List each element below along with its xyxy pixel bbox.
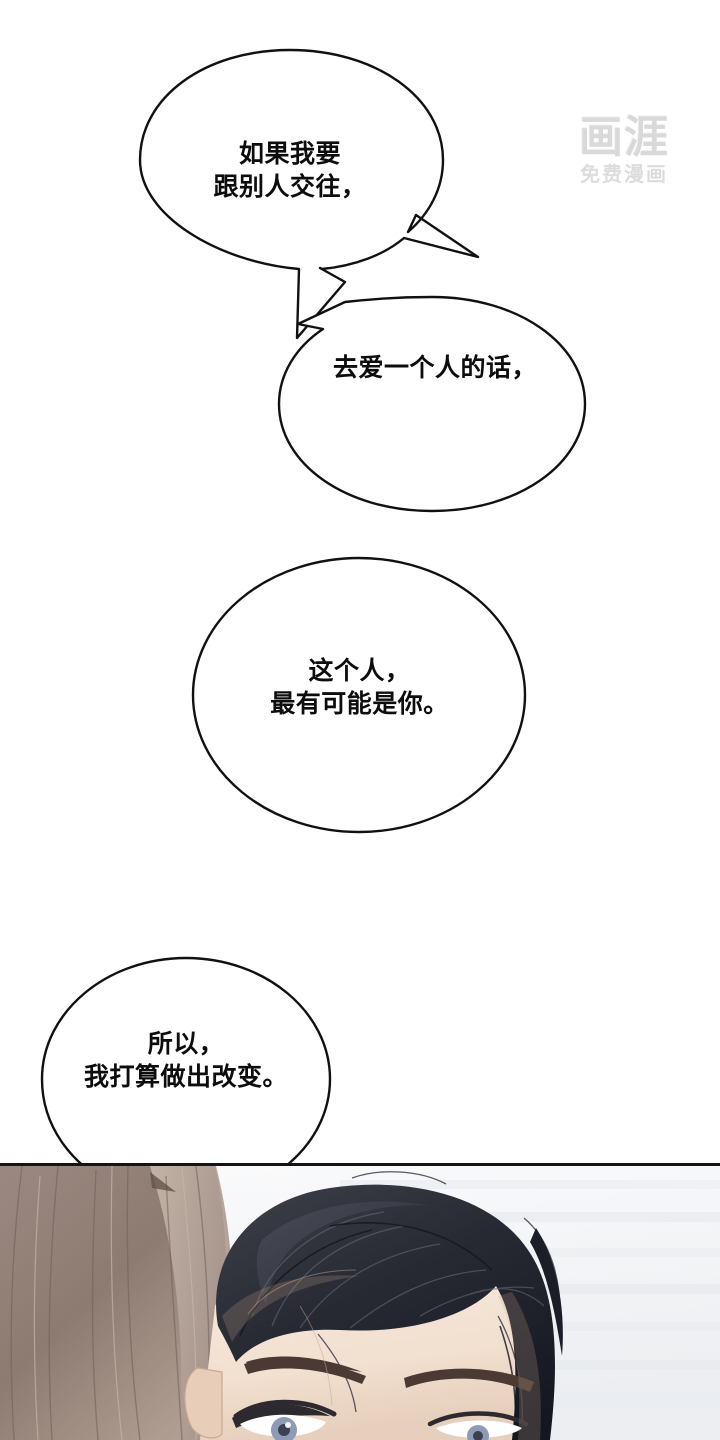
- man-hair: [216, 1171, 563, 1440]
- eyebrows: [244, 1356, 534, 1392]
- bubble-2-text: 去爱一个人的话，: [332, 354, 537, 382]
- eyes: [232, 1399, 529, 1440]
- watermark-tagline-text: 免费漫画: [580, 164, 668, 186]
- illustration-artwork: [0, 1166, 720, 1440]
- bottom-illustration-panel: [0, 1163, 720, 1440]
- bubble-2-shape: [277, 295, 587, 513]
- watermark-logo-text: 画涯: [579, 113, 669, 162]
- bubble-1-text: 如果我要 跟别人交往，: [213, 140, 367, 201]
- bubble-4-text: 所以， 我打算做出改变。: [83, 1030, 288, 1091]
- bubble-3-text: 这个人， 最有可能是你。: [270, 657, 449, 718]
- site-watermark: 画涯 免费漫画: [556, 113, 692, 186]
- face-shading: [222, 1275, 541, 1440]
